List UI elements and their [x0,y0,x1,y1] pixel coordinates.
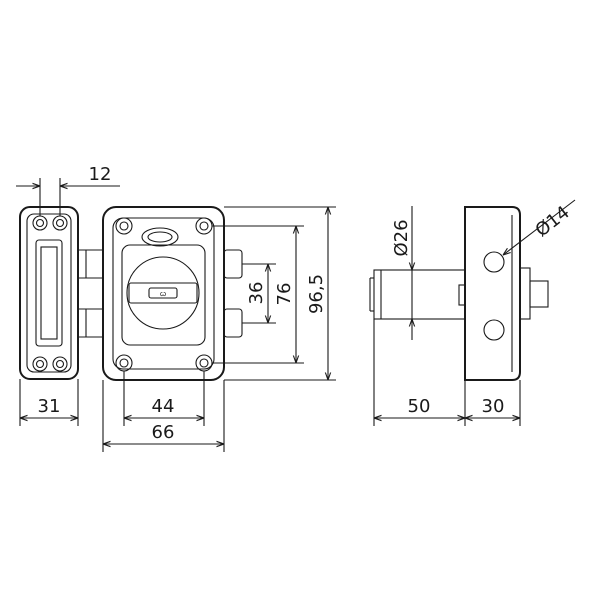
svg-text:30: 30 [482,396,505,417]
dim-30: 30 [465,380,521,426]
dim-12: 12 [16,164,120,216]
lock-side-view [369,206,549,381]
svg-text:ꞷ: ꞷ [160,290,166,298]
dim-44: 44 [123,371,205,426]
cylinder-face: ꞷ [126,256,200,330]
svg-text:Ø14: Ø14 [532,202,574,241]
dim-96-5: 96,5 [224,206,336,381]
svg-text:31: 31 [38,396,61,417]
svg-text:Ø26: Ø26 [391,219,412,256]
svg-text:96,5: 96,5 [306,274,327,314]
strike-screw-holes [32,215,68,372]
svg-text:36: 36 [246,282,267,305]
dim-36: 36 [242,263,276,324]
strike-plate [19,206,79,380]
dim-diameter-14: Ø14 [503,199,576,255]
svg-text:76: 76 [274,283,295,306]
dim-76: 76 [212,225,304,364]
dim-diameter-26: Ø26 [391,206,412,340]
dim-66: 66 [102,380,225,452]
bolt-stubs [223,249,243,338]
svg-text:12: 12 [89,164,112,185]
bolt-rods [78,249,103,338]
body-screw-holes [115,217,213,372]
svg-text:44: 44 [152,396,175,417]
svg-text:50: 50 [408,396,431,417]
dim-31: 31 [19,379,79,426]
svg-text:66: 66 [152,422,175,443]
dim-50: 50 [373,319,466,426]
lock-body-front: ꞷ [102,206,243,381]
